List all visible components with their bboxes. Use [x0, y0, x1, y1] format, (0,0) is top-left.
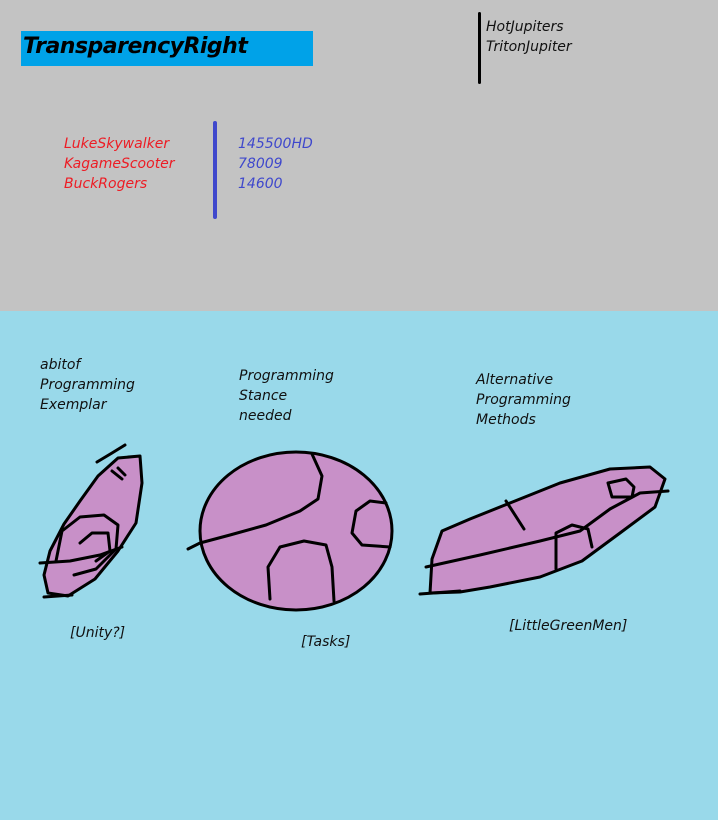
black-divider-line	[478, 12, 481, 84]
blue-divider-line	[213, 121, 217, 219]
name-item: LukeSkywalker	[64, 136, 170, 152]
value-list: 145500HD 78009 14600	[238, 134, 313, 194]
value-item: 78009	[238, 156, 283, 172]
list-item: HotJupiters	[486, 19, 564, 35]
spaceship-drawing	[418, 465, 670, 596]
caption-tasks: [Tasks]	[301, 634, 351, 650]
top-right-list: HotJupiters TritonJupiter	[486, 17, 572, 57]
elongated-blob-drawing	[38, 443, 144, 599]
sketch-canvas	[38, 443, 670, 612]
caption-littlegreenmen: [LittleGreenMen]	[509, 618, 628, 634]
value-item: 14600	[238, 176, 283, 192]
title-banner: TransparencyRight	[21, 31, 313, 66]
section-heading-2: Programming Stance needed	[239, 368, 334, 424]
name-item: KagameScooter	[64, 156, 175, 172]
value-item: 145500HD	[238, 136, 313, 152]
section-heading-1: abitof Programming Exemplar	[40, 357, 135, 413]
sphere-drawing	[186, 450, 394, 612]
section-heading-3: Alternative Programming Methods	[476, 372, 571, 428]
name-item: BuckRogers	[64, 176, 148, 192]
list-item: TritonJupiter	[486, 39, 572, 55]
name-list: LukeSkywalker KagameScooter BuckRogers	[64, 134, 175, 194]
page-title: TransparencyRight	[23, 34, 248, 59]
caption-unity: [Unity?]	[70, 625, 126, 641]
